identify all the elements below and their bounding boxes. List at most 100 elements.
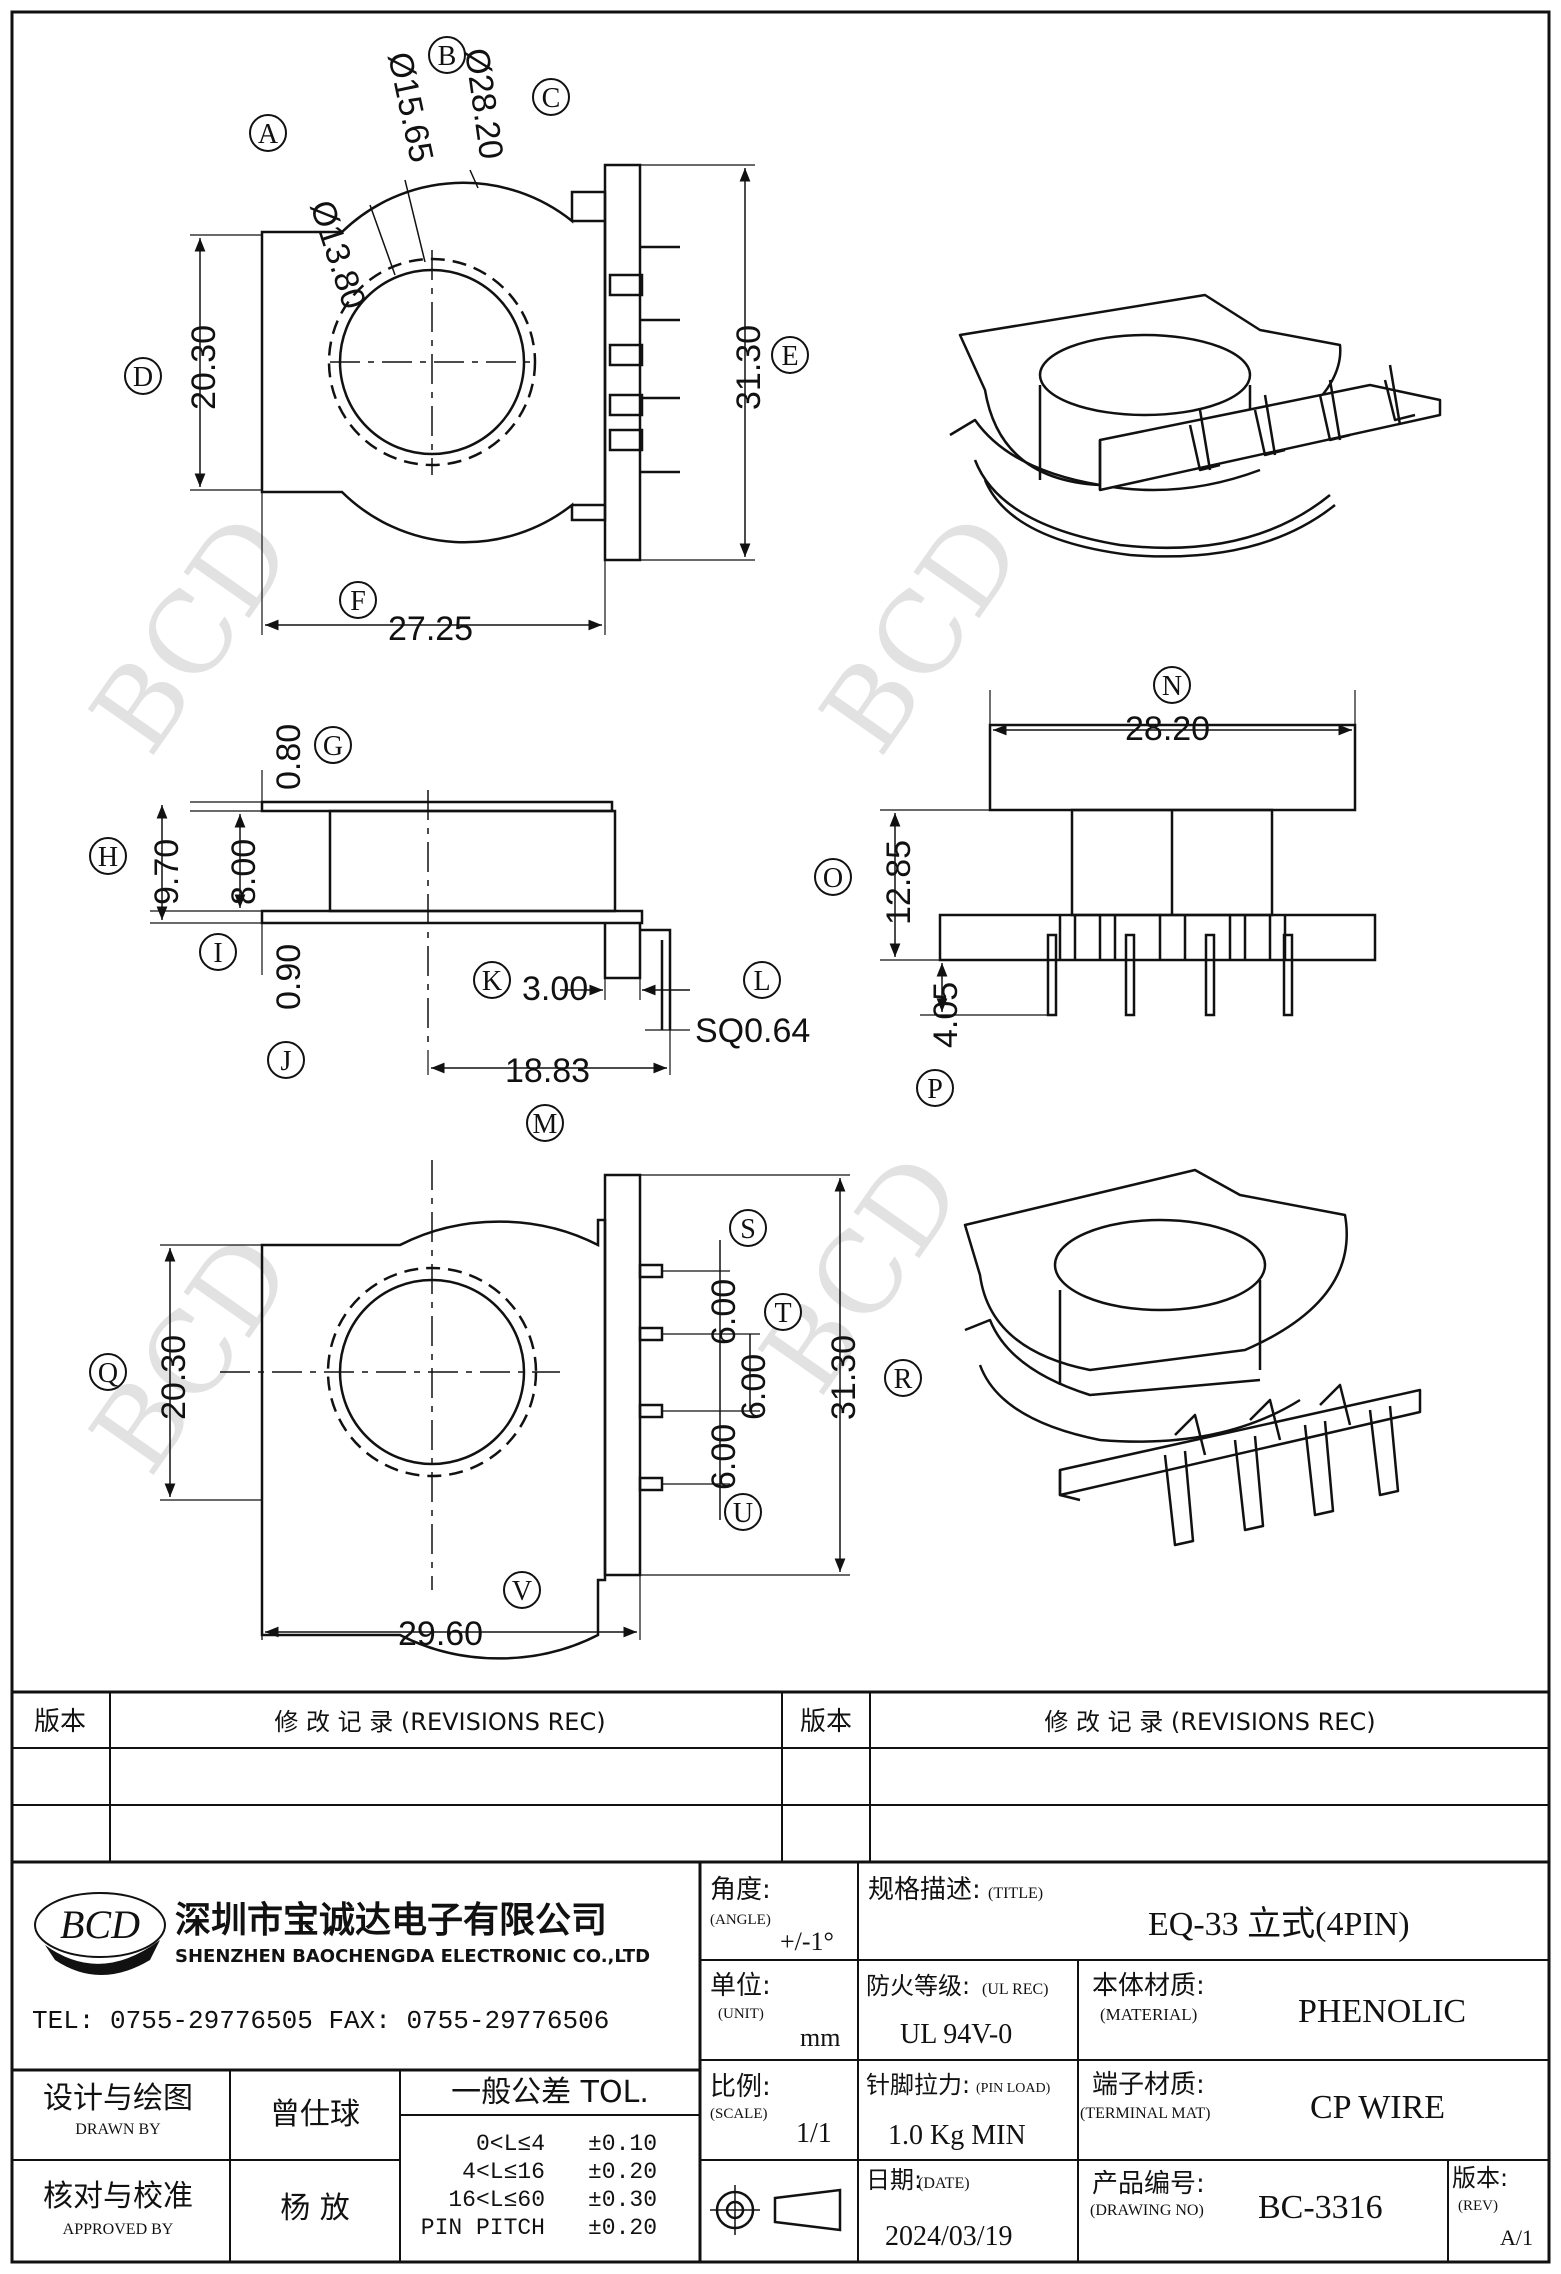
date-value: 2024/03/19 — [885, 2221, 1013, 2252]
dim-bh20-30: 20.30 — [155, 1335, 193, 1420]
revision-table — [12, 1690, 1549, 1864]
rev-value: A/1 — [1500, 2225, 1533, 2250]
tol-rows: 0<L≤4 ±0.10 4<L≤16 ±0.20 16<L≤60 ±0.30 P… — [421, 2131, 657, 2241]
company-logo: BCD — [34, 1892, 166, 1975]
scale-value: 1/1 — [796, 2118, 832, 2149]
dim-t0-80: 0.80 — [270, 724, 308, 790]
dim-d15-65: Ø15.65 — [380, 49, 440, 166]
approved-label: 核对与校准 — [43, 2179, 193, 2214]
terminal-label-en: (TERMINAL MAT) — [1080, 2105, 1211, 2122]
dim-h20-30: 20.30 — [185, 325, 223, 410]
material-label-en: (MATERIAL) — [1100, 2005, 1197, 2024]
title-label-en: (TITLE) — [988, 1885, 1043, 1902]
svg-text:B: B — [438, 41, 457, 72]
revision-title-1: 修 改 记 录 (REVISIONS REC) — [274, 1708, 605, 1736]
bubble-e: E — [771, 336, 809, 374]
front-view — [880, 690, 1377, 1017]
dim-h9-70: 9.70 — [148, 839, 186, 905]
svg-text:K: K — [482, 966, 502, 997]
title-block-grid — [12, 1862, 1549, 2262]
svg-text:P: P — [927, 1074, 943, 1105]
bottom-view — [160, 1160, 850, 1660]
date-label-en: (DATE) — [918, 2175, 970, 2192]
svg-text:N: N — [1162, 671, 1182, 702]
bubble-p: P — [916, 1069, 954, 1107]
dim-w18-83: 18.83 — [505, 1052, 590, 1090]
iso-view-top — [949, 293, 1442, 558]
dim-pitch-1: 6.00 — [705, 1279, 743, 1345]
dim-d13-80: Ø13.80 — [302, 196, 373, 314]
front-view-dimensions: 28.20 12.85 4.05 — [880, 710, 1210, 1048]
bubble-c: C — [532, 78, 570, 116]
material-label: 本体材质: — [1092, 1971, 1205, 2001]
bubble-q: Q — [89, 1353, 127, 1391]
side-view-dimensions: 0.80 9.70 8.00 0.90 3.00 SQ0.64 18.83 — [148, 724, 810, 1090]
svg-text:S: S — [740, 1214, 756, 1245]
drawing-no-value: BC-3316 — [1258, 2189, 1383, 2226]
svg-text:A: A — [258, 119, 279, 150]
revision-version-header-2: 版本 — [800, 1707, 852, 1737]
bubble-o: O — [814, 858, 852, 896]
unit-label-en: (UNIT) — [718, 2006, 764, 2022]
sheet-border — [10, 10, 1551, 2264]
tol-value: ±0.20 — [588, 2215, 657, 2241]
bubble-d: D — [124, 357, 162, 395]
svg-text:E: E — [781, 341, 798, 372]
company-name-cn: 深圳市宝诚达电子有限公司 — [175, 1900, 607, 1941]
bubble-f: F — [339, 581, 377, 619]
dim-h8-00: 8.00 — [225, 839, 263, 905]
svg-text:BCD: BCD — [60, 1902, 140, 1947]
tol-range: 4<L≤16 — [462, 2159, 545, 2185]
dim-sq0-64: SQ0.64 — [695, 1012, 810, 1050]
tol-title: 一般公差 TOL. — [451, 2075, 649, 2110]
angle-value: +/-1° — [780, 1927, 834, 1956]
dim-h4-05: 4.05 — [927, 982, 965, 1048]
svg-text:J: J — [281, 1046, 292, 1077]
tol-value: ±0.30 — [588, 2187, 657, 2213]
svg-text:F: F — [350, 586, 366, 617]
bubble-i: I — [199, 933, 237, 971]
svg-text:M: M — [533, 1109, 558, 1140]
drawing-no-label-en: (DRAWING NO) — [1090, 2202, 1204, 2219]
svg-text:Q: Q — [98, 1358, 118, 1389]
terminal-label: 端子材质: — [1092, 2070, 1205, 2100]
tol-value: ±0.10 — [588, 2131, 657, 2157]
drawn-value: 曾仕球 — [270, 2097, 360, 2132]
dim-w3-00: 3.00 — [522, 970, 588, 1008]
title-label: 规格描述: — [868, 1875, 981, 1905]
dim-d28-20: Ø28.20 — [457, 46, 510, 162]
tol-range: 0<L≤4 — [476, 2131, 545, 2157]
bubble-m: M — [526, 1104, 564, 1142]
rev-label: 版本: — [1452, 2164, 1508, 2192]
revision-title-2: 修 改 记 录 (REVISIONS REC) — [1044, 1708, 1375, 1736]
company-name-en: SHENZHEN BAOCHENGDA ELECTRONIC CO.,LTD — [175, 1946, 650, 1967]
bubble-b: B — [428, 36, 466, 74]
approved-value: 杨 放 — [280, 2191, 350, 2226]
scale-label-en: (SCALE) — [710, 2106, 768, 2122]
date-label: 日期: — [866, 2166, 922, 2194]
title-value: EQ-33 立式(4PIN) — [1148, 1905, 1410, 1943]
material-value: PHENOLIC — [1298, 1993, 1466, 2030]
bubble-group: A B C D E F G H I J K L M N O P Q R S T … — [89, 36, 1191, 1609]
revision-headers: 版本 修 改 记 录 (REVISIONS REC) 版本 修 改 记 录 (R… — [34, 1707, 1376, 1737]
svg-text:D: D — [133, 362, 153, 393]
revision-version-header-1: 版本 — [34, 1707, 86, 1737]
dim-t0-90: 0.90 — [270, 944, 308, 1010]
drawing-no-label: 产品编号: — [1092, 2169, 1205, 2199]
side-view — [150, 770, 690, 1075]
company-tel-fax: TEL: 0755-29776505 FAX: 0755-29776506 — [32, 2006, 609, 2036]
pin-load-value: 1.0 Kg MIN — [888, 2120, 1026, 2151]
dim-w29-60: 29.60 — [398, 1615, 483, 1653]
unit-value: mm — [800, 2023, 840, 2052]
ul-label-en: (UL REC) — [982, 1981, 1049, 1998]
pin-load-label-en: (PIN LOAD) — [976, 2081, 1051, 2096]
svg-text:T: T — [774, 1298, 791, 1329]
dim-bh31-30: 31.30 — [825, 1335, 863, 1420]
dim-pitch-2: 6.00 — [735, 1354, 773, 1420]
svg-text:C: C — [542, 83, 561, 114]
ul-label: 防火等级: — [866, 1972, 970, 2000]
bubble-n: N — [1153, 666, 1191, 704]
pin-load-label: 针脚拉力: — [866, 2071, 970, 2099]
svg-text:I: I — [213, 938, 222, 969]
